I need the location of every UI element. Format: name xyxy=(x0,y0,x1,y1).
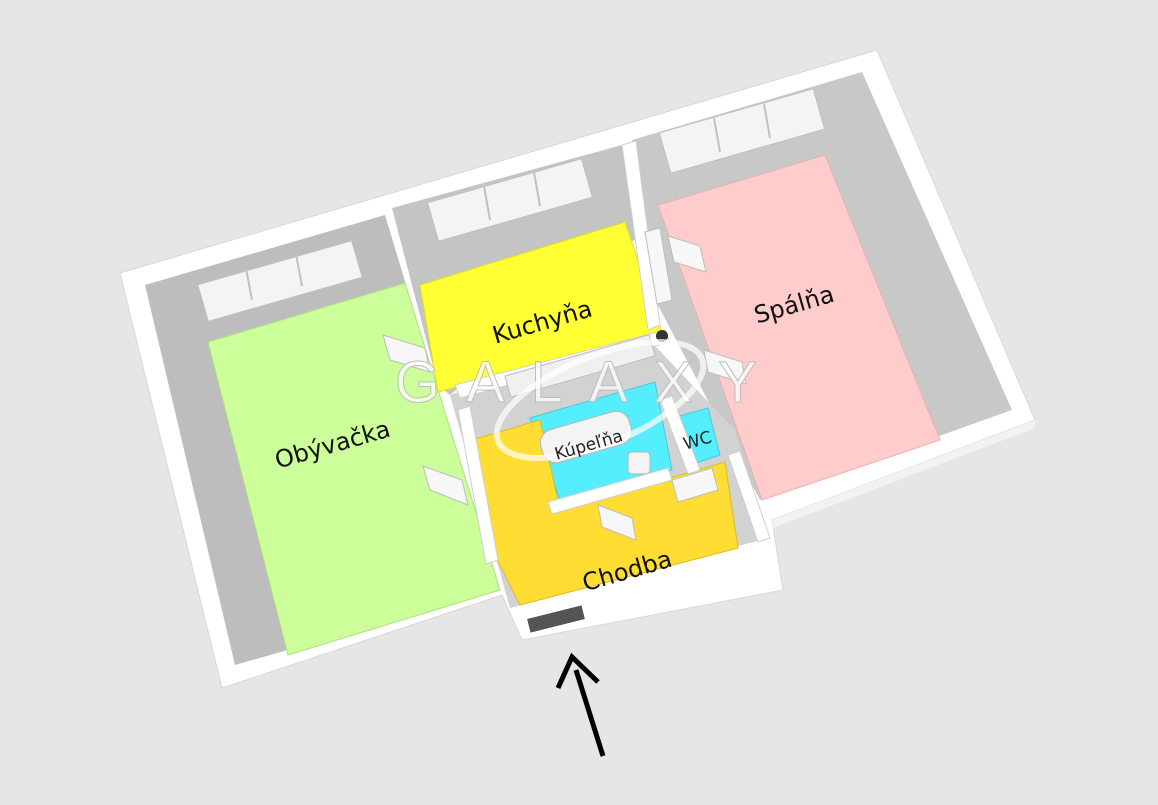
inner-wall-kitchen-bedroom xyxy=(621,140,661,331)
door-bathroom xyxy=(597,504,637,541)
windows-living-room xyxy=(197,240,363,322)
door-living-room-upper xyxy=(382,334,431,373)
windows-bedroom xyxy=(658,88,826,174)
stove-icon xyxy=(656,330,668,342)
watermark-swoosh xyxy=(493,339,707,461)
inner-wall-core-left xyxy=(457,405,499,565)
door-bedroom xyxy=(667,235,707,273)
door-living-room-lower xyxy=(422,465,469,506)
outer-wall-side xyxy=(772,420,1035,528)
bathtub xyxy=(539,410,633,464)
inner-wall-core-right xyxy=(727,450,771,543)
door-kitchen xyxy=(644,227,673,305)
arrow-up-icon xyxy=(555,652,606,757)
door-wc xyxy=(671,467,719,503)
watermark: GALAXY xyxy=(395,339,758,461)
washbasin xyxy=(627,451,651,475)
door-bedroom-lower xyxy=(703,349,747,385)
windows-kitchen xyxy=(426,158,594,242)
room-living-room xyxy=(207,282,501,656)
room-bedroom xyxy=(657,154,941,501)
entrance-door xyxy=(527,605,585,633)
inner-wall-wc xyxy=(659,395,701,475)
